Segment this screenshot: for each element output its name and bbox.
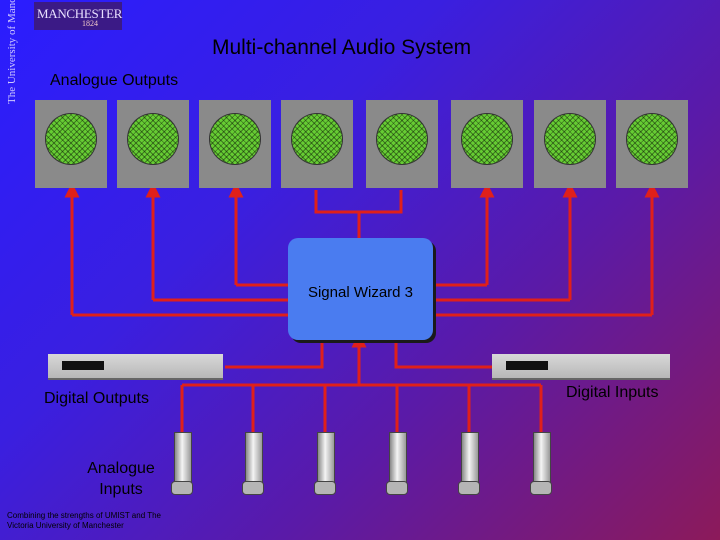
speaker-cone [292,114,342,164]
jack-base [458,481,480,495]
analogue-input-jack-6 [533,432,551,484]
analogue-input-jack-3 [317,432,335,484]
logo-year: 1824 [82,19,98,28]
digital-output-device [48,354,223,378]
speaker-cone [627,114,677,164]
speaker-5 [366,100,438,188]
speaker-2 [117,100,189,188]
wire-digital-out [225,340,324,369]
slide-title: Multi-channel Audio System [212,36,472,59]
digital-inputs-label: Digital Inputs [566,384,659,401]
jack-base [314,481,336,495]
wire-digital-in [394,340,492,369]
speaker-6 [451,100,523,188]
analogue-inputs-label: Analogue Inputs [87,460,155,498]
device-slot [62,361,104,370]
device-slot [506,361,548,370]
footer-text: Combining the strengths of UMIST and The… [7,511,162,530]
speaker-3 [199,100,271,188]
speaker-cone [462,114,512,164]
signal-wizard-label: Signal Wizard 3 [307,284,414,301]
analogue-input-jack-5 [461,432,479,484]
wire-top-pair [314,190,403,214]
speaker-4 [281,100,353,188]
digital-outputs-label: Digital Outputs [44,390,149,407]
logo-name: MANCHESTER [37,6,123,21]
speaker-cone [128,114,178,164]
signal-wizard-box: Signal Wizard 3 [288,238,433,340]
jack-base [386,481,408,495]
speaker-cone [210,114,260,164]
analogue-input-jack-1 [174,432,192,484]
jack-base [530,481,552,495]
analogue-outputs-label: Analogue Outputs [50,72,179,89]
speaker-8 [616,100,688,188]
jack-base [171,481,193,495]
speaker-cone [377,114,427,164]
speaker-7 [534,100,606,188]
analogue-input-jack-2 [245,432,263,484]
jack-base [242,481,264,495]
analogue-input-jack-4 [389,432,407,484]
speaker-cone [545,114,595,164]
speaker-1 [35,100,107,188]
manchester-logo: MANCHESTER 1824 [34,2,122,30]
speaker-cone [46,114,96,164]
digital-input-device [492,354,670,378]
